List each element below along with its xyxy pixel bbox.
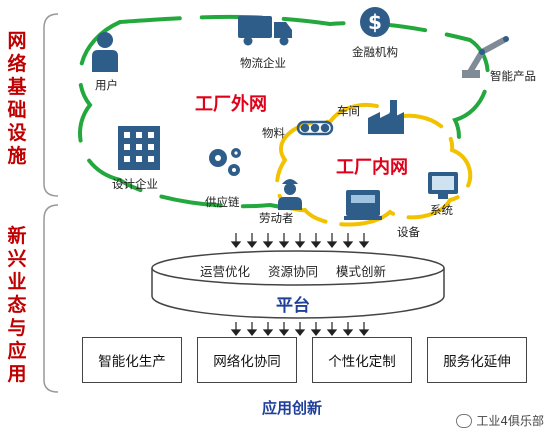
- section-label-apps: 新兴业态与应用: [7, 225, 27, 385]
- app-box-personalized-customization: 个性化定制: [312, 337, 412, 383]
- dollar-icon: $: [360, 7, 390, 37]
- truck-icon: [238, 16, 292, 46]
- node-label-finance: 金融机构: [352, 45, 398, 59]
- platform-title: 平台: [276, 296, 310, 316]
- platform-function-model: 模式创新: [336, 264, 387, 279]
- applications-title: 应用创新: [262, 399, 323, 417]
- platform-function-resources: 资源协同: [268, 264, 319, 279]
- platform-cylinder: [151, 250, 445, 319]
- wechat-icon: [456, 413, 473, 428]
- apps-bracket: [43, 204, 59, 393]
- node-label-equipment: 设备: [397, 225, 420, 239]
- machine-icon: [344, 190, 382, 220]
- app-box-service-extension: 服务化延伸: [427, 337, 527, 383]
- monitor-icon: [428, 172, 458, 199]
- node-label-logistics: 物流企业: [240, 56, 286, 70]
- inner-network-title: 工厂内网: [336, 157, 408, 178]
- user-icon: [92, 32, 118, 72]
- section-label-infra: 网络基础设施: [7, 30, 27, 167]
- node-label-workshop: 车间: [337, 104, 360, 118]
- infra-bracket: [43, 13, 59, 197]
- arrows-to-platform: [230, 233, 370, 248]
- node-label-material: 物料: [262, 126, 285, 140]
- node-label-user: 用户: [95, 78, 118, 92]
- arrows-to-applications: [230, 322, 370, 336]
- node-label-smart-product: 智能产品: [490, 69, 536, 83]
- node-label-supply-chain: 供应链: [205, 195, 240, 209]
- watermark-text: 工业4俱乐部: [476, 414, 544, 428]
- worker-icon: [278, 179, 302, 210]
- node-label-system: 系统: [430, 203, 453, 217]
- watermark: 工业4俱乐部: [456, 412, 544, 429]
- node-label-worker: 劳动者: [259, 211, 294, 225]
- robot-arm-icon: [462, 36, 509, 78]
- platform-function-operations: 运营优化: [200, 264, 251, 279]
- app-box-smart-production: 智能化生产: [82, 337, 182, 383]
- factory-icon: [368, 100, 404, 134]
- conveyor-icon: [296, 120, 334, 136]
- node-label-design-firm: 设计企业: [112, 177, 158, 191]
- svg-text:$: $: [368, 10, 382, 34]
- app-box-network-collaboration: 网络化协同: [197, 337, 297, 383]
- gears-icon: [209, 148, 241, 176]
- outer-network-title: 工厂外网: [195, 94, 267, 115]
- office-building-icon: [118, 126, 160, 170]
